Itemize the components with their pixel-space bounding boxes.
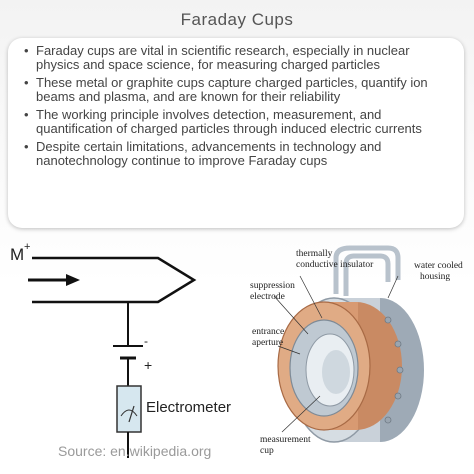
ion-label: M	[10, 245, 24, 264]
water-housing-label-2: housing	[420, 272, 450, 282]
beam-arrow-icon	[28, 274, 80, 286]
battery-minus: -	[144, 334, 148, 348]
thermal-insulator-label: thermally	[296, 249, 333, 259]
suppression-electrode-label-2: electrode	[250, 292, 285, 302]
measurement-cup-label: measurement	[260, 435, 311, 445]
bullet-item: These metal or graphite cups capture cha…	[24, 76, 450, 104]
cup-shape	[32, 256, 197, 304]
entrance-aperture-label: entrance	[252, 327, 284, 337]
bullet-item: The working principle involves detection…	[24, 108, 450, 136]
bullet-list: Faraday cups are vital in scientific res…	[8, 38, 464, 168]
entrance-aperture-label-2: aperture	[252, 338, 283, 348]
electrometer-icon	[116, 385, 142, 433]
water-pipes	[333, 245, 401, 296]
source-credit: Source: en.wikipedia.org	[58, 443, 211, 459]
circuit-diagram: M + - + Electrometer Source: en.wikipedi…	[10, 241, 231, 459]
electrometer-label: Electrometer	[146, 399, 231, 416]
bullet-item: Faraday cups are vital in scientific res…	[24, 44, 450, 72]
ion-charge: +	[24, 241, 30, 253]
measurement-cup-label-2: cup	[260, 446, 274, 456]
bullet-item: Despite certain limitations, advancement…	[24, 140, 450, 168]
water-housing-label: water cooled	[414, 261, 463, 271]
bolt-icons	[384, 316, 404, 424]
faraday-cup-illustration: thermally conductive insulator water coo…	[250, 245, 463, 456]
page-title: Faraday Cups	[180, 10, 294, 29]
thermal-insulator-label-2: conductive insulator	[296, 260, 374, 270]
suppression-electrode-label: suppression	[250, 281, 295, 291]
battery-plus: +	[144, 357, 152, 373]
summary-card: Faraday cups are vital in scientific res…	[8, 38, 464, 228]
battery-icon	[113, 345, 143, 360]
